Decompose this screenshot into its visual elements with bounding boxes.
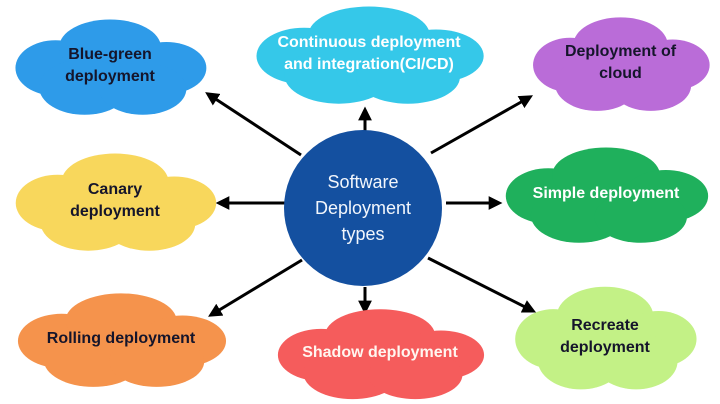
cloud-label-canary: Canary deployment: [70, 180, 160, 220]
cloud-shadow-deployment: Shadow deployment: [272, 306, 488, 404]
cloud-label-blue-green: Blue-green deployment: [65, 45, 155, 85]
center-title-line: Software: [327, 172, 399, 192]
cloud-label-recreate: Recreate deployment: [560, 316, 650, 356]
cloud-shape-icon: [15, 153, 217, 251]
cloud-label-simple: Simple deployment: [532, 184, 680, 202]
center-title-line: Deployment: [314, 198, 412, 218]
cloud-shape-icon: [515, 286, 697, 390]
cloud-blue-green-deployment: Blue-green deployment: [10, 16, 210, 120]
cloud-shape-icon: [505, 147, 709, 243]
cloud-label-cicd: Continuous deployment and integration(CI…: [277, 33, 461, 73]
cloud-shape-icon: [256, 6, 484, 104]
cloud-deployment-of-cloud: Deployment of cloud: [528, 14, 713, 116]
cloud-shape-icon: [17, 293, 227, 387]
cloud-label-deployment-of-cloud: Deployment of cloud: [564, 42, 677, 82]
center-title-line: types: [341, 224, 385, 244]
cloud-rolling-deployment: Rolling deployment: [12, 290, 230, 392]
cloud-cicd-deployment: Continuous deployment and integration(CI…: [250, 3, 488, 109]
cloud-canary-deployment: Canary deployment: [10, 150, 220, 256]
cloud-shape-icon: [15, 19, 207, 115]
cloud-label-shadow: Shadow deployment: [302, 343, 458, 361]
cloud-shape-icon: [533, 17, 710, 111]
cloud-label-rolling: Rolling deployment: [46, 329, 196, 347]
cloud-recreate-deployment: Recreate deployment: [510, 283, 700, 395]
cloud-simple-deployment: Simple deployment: [500, 144, 712, 248]
cloud-shape-icon: [277, 309, 485, 400]
center-node-software-deployment-types: Software Deployment types: [284, 130, 442, 286]
